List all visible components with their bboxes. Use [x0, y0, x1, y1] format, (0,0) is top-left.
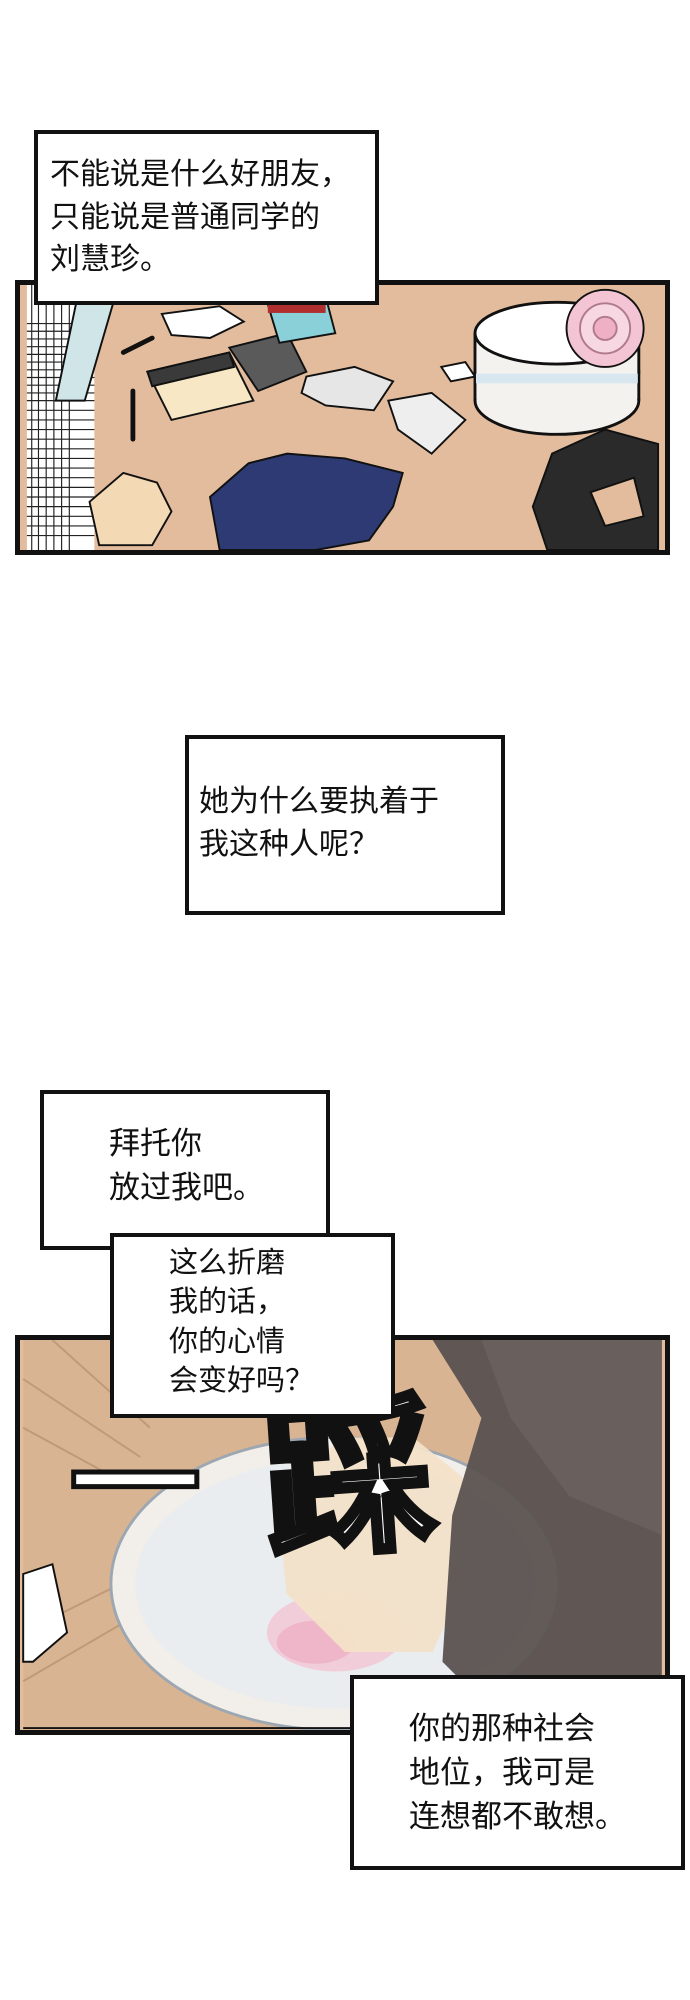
panel-floor-mess	[15, 280, 670, 555]
caption-line: 拜托你	[109, 1126, 202, 1162]
caption-narration-5: 你的那种社会 地位，我可是 连想都不敢想。	[350, 1675, 685, 1870]
caption-line: 我的话，	[169, 1284, 286, 1319]
caption-line: 不能说是什么好朋友，	[50, 157, 350, 192]
caption-narration-3: 拜托你 放过我吧。	[40, 1090, 330, 1250]
caption-line: 这么折磨	[169, 1245, 286, 1279]
caption-narration-1: 不能说是什么好朋友， 只能说是普通同学的 刘慧珍。	[34, 130, 379, 305]
caption-line: 只能说是普通同学的	[50, 199, 320, 235]
panel-stomp-scene	[15, 1335, 670, 1735]
caption-line: 我这种人呢？	[199, 826, 379, 862]
floor-mess-illustration	[26, 285, 660, 550]
caption-narration-2: 她为什么要执着于 我这种人呢？	[185, 735, 505, 915]
caption-line: 刘慧珍。	[50, 242, 170, 278]
caption-line: 你的心情	[169, 1323, 286, 1358]
caption-line: 连想都不敢想。	[409, 1799, 626, 1836]
sfx-dash: 一	[67, 1409, 202, 1561]
caption-line: 你的那种社会	[409, 1711, 595, 1747]
caption-line: 地位，我可是	[409, 1755, 595, 1792]
caption-line: 会变好吗？	[169, 1363, 315, 1398]
caption-narration-4: 这么折磨 我的话， 你的心情 会变好吗？	[110, 1233, 395, 1418]
caption-line: 她为什么要执着于	[199, 784, 439, 819]
caption-line: 放过我吧。	[109, 1170, 264, 1207]
